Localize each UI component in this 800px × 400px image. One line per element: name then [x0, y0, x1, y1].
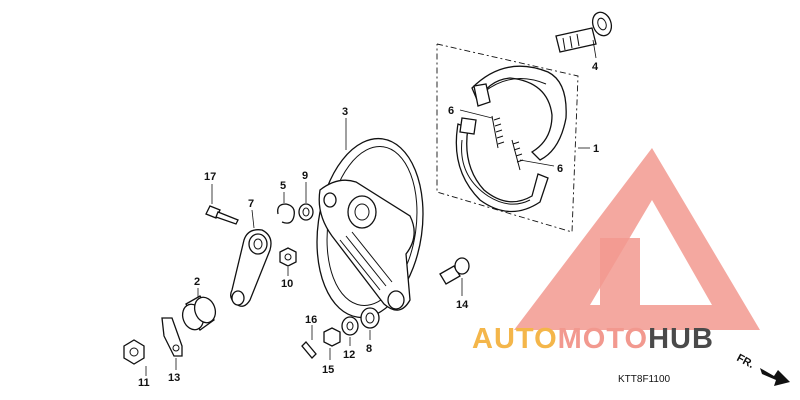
callout-12: 12 — [343, 349, 355, 361]
callout-15: 15 — [322, 364, 334, 376]
part-washer-9 — [298, 203, 314, 221]
logo-text-auto: AUTO — [472, 323, 558, 355]
callout-9: 9 — [302, 170, 308, 182]
watermark-logo-text: AUTOMOTOHUB — [472, 323, 714, 355]
callout-4: 4 — [592, 61, 599, 73]
front-label: FR. — [735, 352, 756, 371]
part-spring-5 — [277, 203, 295, 224]
callout-1: 1 — [593, 143, 599, 155]
part-brake-panel — [316, 137, 424, 319]
watermark-logo — [514, 148, 760, 330]
part-washer-8 — [360, 307, 380, 329]
part-brake-arm — [230, 229, 272, 307]
callout-7: 7 — [248, 198, 254, 210]
callout-2: 2 — [194, 276, 200, 288]
callout-13: 13 — [168, 372, 180, 384]
part-brake-shoe-assembly — [436, 43, 579, 233]
part-nut-11 — [123, 339, 145, 365]
part-brake-cam — [555, 11, 613, 53]
part-bolt-14 — [439, 257, 470, 285]
part-bracket-13 — [161, 317, 183, 357]
front-arrow-icon — [760, 368, 790, 386]
part-washer-12 — [341, 316, 359, 336]
diagram-code: KTT8F1100 — [618, 374, 670, 385]
callout-8: 8 — [366, 343, 372, 355]
callout-5: 5 — [280, 180, 286, 192]
callout-17: 17 — [204, 171, 216, 183]
callout-11: 11 — [138, 377, 150, 389]
part-cotter-pin-16 — [301, 341, 317, 359]
part-collar-2 — [181, 295, 217, 331]
callout-6-upper: 6 — [448, 105, 454, 117]
part-bolt-17 — [205, 205, 239, 225]
callout-labels: 1 2 3 4 5 6 6 7 8 9 10 11 12 13 14 15 16… — [138, 61, 599, 389]
callout-6-lower: 6 — [557, 163, 563, 175]
logo-text-moto: MOTO — [558, 323, 648, 355]
part-nut-15 — [323, 327, 341, 347]
front-direction-indicator: FR. — [735, 352, 790, 386]
callout-14: 14 — [456, 299, 469, 311]
callout-3: 3 — [342, 106, 348, 118]
callout-10: 10 — [281, 278, 293, 290]
logo-text-hub: HUB — [648, 323, 714, 355]
part-nut-10 — [279, 247, 297, 267]
callout-16: 16 — [305, 314, 317, 326]
